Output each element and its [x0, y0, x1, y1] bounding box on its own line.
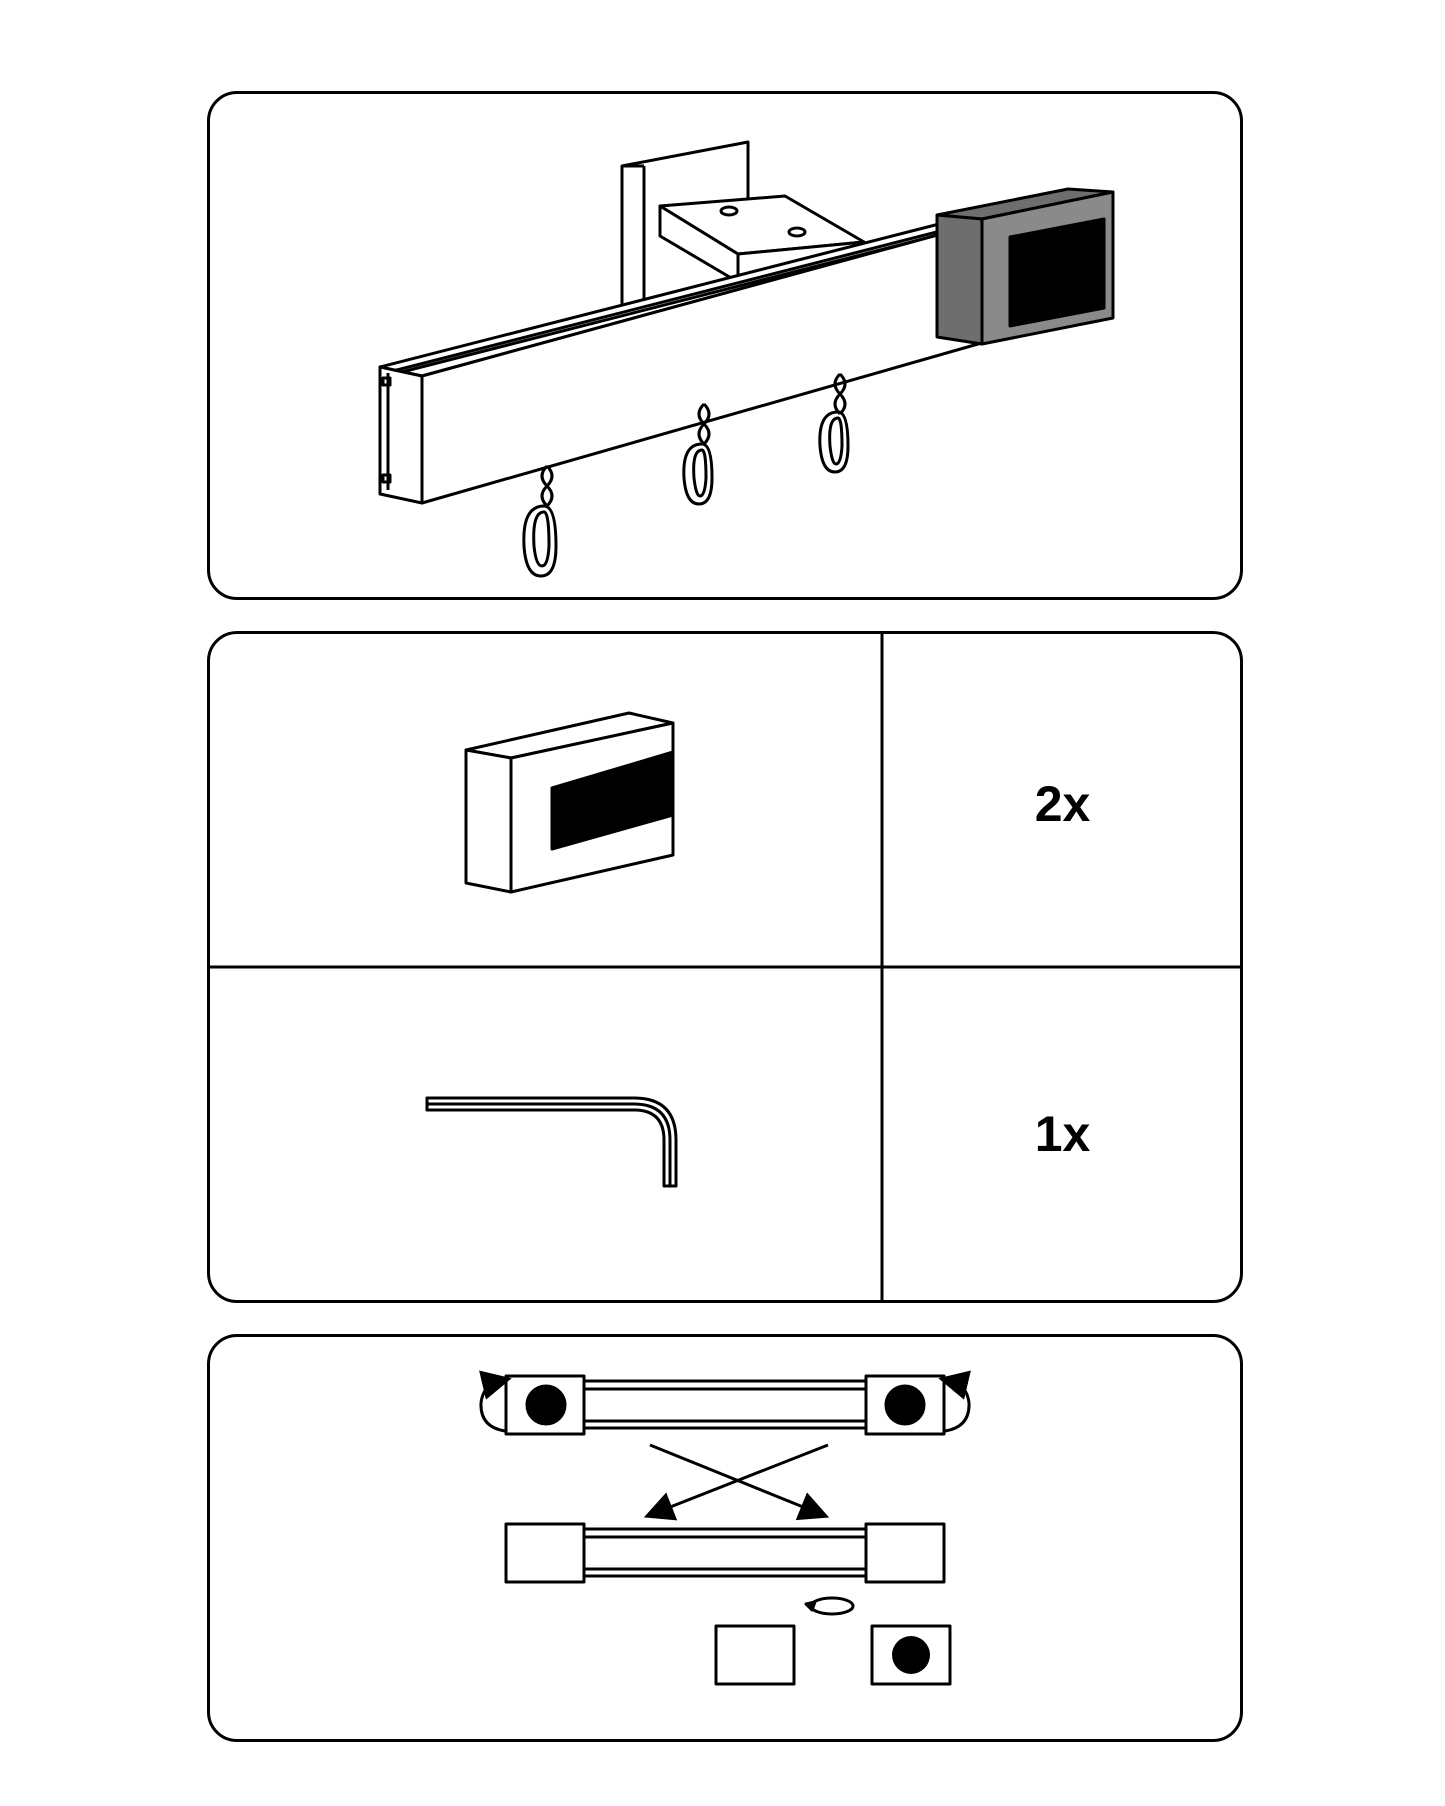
end-cap-icon	[935, 187, 1115, 346]
swap-arrows-icon	[643, 1443, 830, 1521]
end-cap-hole-icon	[884, 1384, 926, 1426]
glider-hook-icon	[818, 372, 850, 474]
parts-panel: 2x 1x	[207, 631, 1243, 1303]
end-cap-hole-icon	[525, 1384, 567, 1426]
end-cap-quantity: 2x	[1034, 776, 1091, 832]
curtain-track-icon	[378, 220, 987, 505]
rail-icon	[504, 1374, 946, 1436]
end-cap-icon	[714, 1624, 796, 1686]
allen-key-quantity: 1x	[1034, 1106, 1091, 1162]
curtain-track-illustration	[378, 140, 1115, 578]
end-cap-icon	[464, 711, 675, 894]
rotate-arrow-icon	[938, 1370, 971, 1433]
rail-icon	[504, 1522, 946, 1584]
parts-grid	[210, 634, 1240, 1300]
glider-hook-icon	[682, 402, 714, 506]
rotate-arrow-icon	[479, 1370, 512, 1433]
end-cap-hole-icon	[892, 1636, 930, 1674]
end-cap-swap-illustration	[479, 1370, 971, 1686]
allen-key-icon	[425, 1096, 678, 1188]
rotate-arrow-icon	[804, 1596, 855, 1616]
glider-hook-icon	[522, 464, 558, 578]
end-cap-icon	[870, 1624, 952, 1686]
instructions-panel	[207, 1334, 1243, 1742]
overview-panel	[207, 91, 1243, 600]
